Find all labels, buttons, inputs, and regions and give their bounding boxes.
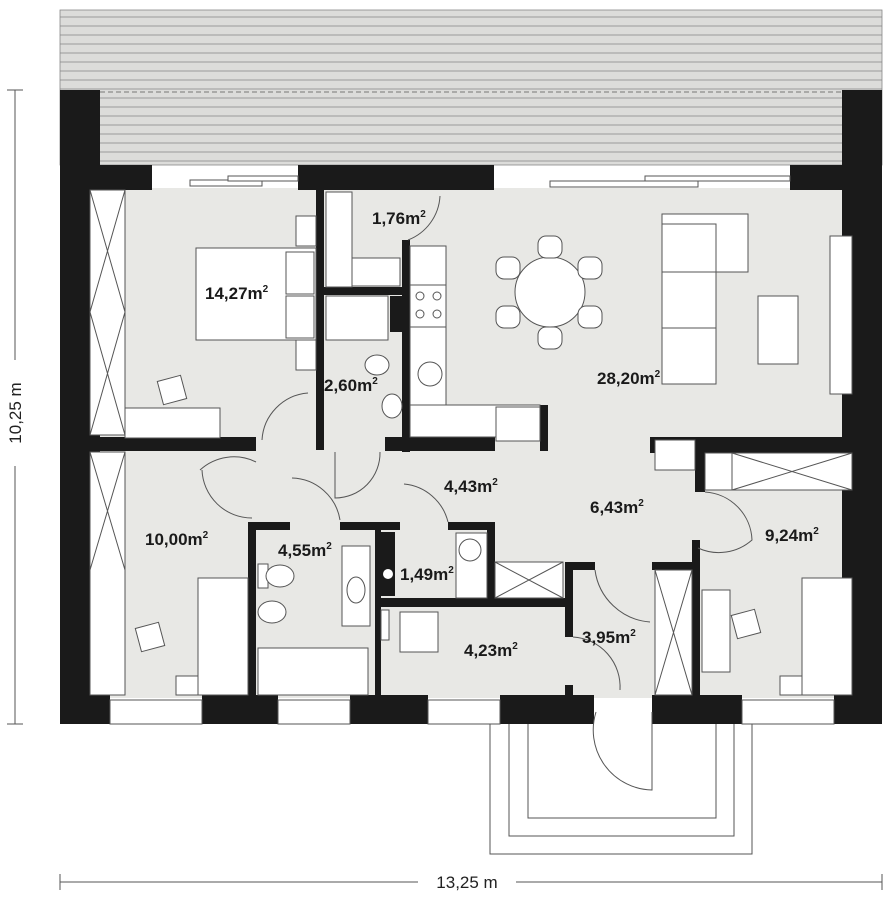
dining-table bbox=[514, 256, 586, 328]
room-area-wardrobe: 1,76m2 bbox=[372, 209, 426, 228]
bed-left bbox=[197, 577, 249, 696]
bathtub bbox=[257, 647, 369, 696]
boiler bbox=[399, 611, 439, 653]
interior-walls bbox=[88, 188, 854, 697]
coffee-table bbox=[757, 295, 799, 365]
height-dimension: 10,25 m bbox=[6, 382, 25, 443]
room-area-living-dining-kitchen: 28,20m2 bbox=[597, 369, 661, 388]
room-area-bathroom-small: 2,60m2 bbox=[324, 376, 378, 395]
desk bbox=[124, 407, 221, 439]
room-area-bedroom-main: 14,27m2 bbox=[205, 284, 269, 303]
room-area-wc: 1,49m2 bbox=[400, 565, 454, 584]
tv-cabinet bbox=[829, 235, 853, 395]
room-area-vestibule: 3,95m2 bbox=[582, 628, 636, 647]
entrance-porch bbox=[489, 724, 753, 855]
furniture bbox=[89, 189, 853, 696]
room-area-hall-2: 6,43m2 bbox=[590, 498, 644, 517]
exterior-walls bbox=[60, 90, 882, 724]
doors bbox=[199, 195, 753, 791]
covered-terrace bbox=[59, 9, 883, 166]
bed-right bbox=[801, 577, 853, 696]
room-area-bedroom-right: 9,24m2 bbox=[765, 526, 819, 545]
width-dimension: 13,25 m bbox=[436, 873, 497, 892]
room-area-hall: 4,43m2 bbox=[444, 477, 498, 496]
room-area-bedroom-left: 10,00m2 bbox=[145, 530, 209, 549]
shower bbox=[325, 295, 389, 341]
windows bbox=[109, 175, 835, 725]
room-area-utility: 4,23m2 bbox=[464, 641, 518, 660]
room-labels: 14,27m2 1,76m2 2,60m2 28,20m2 4,43m2 6,43m2 10… bbox=[145, 209, 819, 660]
room-area-bathroom: 4,55m2 bbox=[278, 541, 332, 560]
wardrobe-left-top bbox=[89, 189, 126, 436]
dimension-lines bbox=[7, 89, 883, 890]
